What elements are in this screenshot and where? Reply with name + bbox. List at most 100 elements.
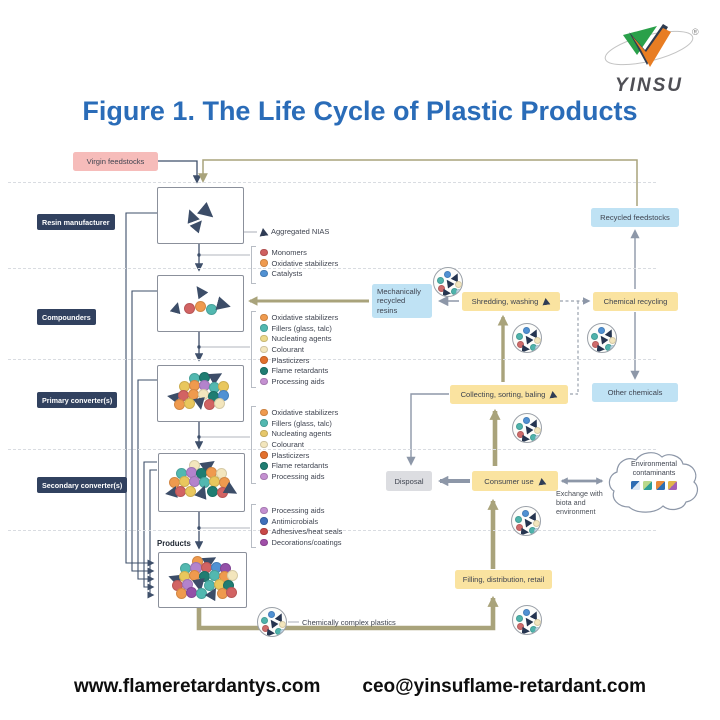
additive-label: Plasticizers (271, 450, 310, 460)
virgin-feedstocks-box: Virgin feedstocks (73, 152, 158, 171)
stage-label-secondary-converters: Secondary converter(s) (37, 477, 128, 493)
plastic-chip-icon (512, 605, 542, 635)
stage-label-primary-converters: Primary converter(s) (37, 392, 118, 408)
process-box-primary-converter (157, 365, 244, 422)
collecting-sorting-baling-label: Collecting, sorting, baling (460, 390, 546, 399)
section-divider (8, 182, 656, 183)
registered-mark: ® (692, 27, 699, 37)
additive-label: Flame retardants (271, 461, 329, 471)
disposal-box: Disposal (386, 471, 432, 491)
additive-color-dot (260, 377, 268, 386)
contaminant-swatch (668, 481, 678, 490)
additive-item: Processing aids (260, 471, 338, 482)
nias-triangle-icon (258, 227, 268, 236)
consumer-use-label: Consumer use (484, 476, 534, 486)
other-chemicals-box: Other chemicals (592, 383, 678, 402)
additive-label: Oxidative stabilizers (271, 258, 339, 268)
additive-color-dot (260, 472, 268, 481)
additive-color-dot (260, 419, 268, 427)
additive-label: Antimicrobials (271, 516, 319, 526)
additive-color-dot (260, 259, 268, 267)
footer: www.flameretardantys.com ceo@yinsuflame-… (0, 676, 720, 698)
additive-label: Decorations/coatings (271, 537, 342, 547)
plastic-chip-icon (511, 506, 541, 536)
section-divider (8, 530, 656, 531)
plastic-chip-icon (587, 323, 617, 353)
additive-color-dot (260, 324, 268, 332)
additive-color-dot (260, 334, 268, 343)
additive-bracket (251, 504, 256, 548)
aggregated-nias-row: Aggregated NIAS (259, 227, 329, 236)
additive-color-dot (260, 269, 268, 278)
plastic-chip-icon (433, 267, 463, 297)
additive-label: Oxidative stabilizers (271, 312, 339, 322)
section-divider (8, 359, 656, 360)
additive-label: Processing aids (271, 471, 325, 481)
primary-shapes (158, 366, 243, 421)
additive-color-dot (260, 248, 268, 257)
additive-item: Monomers (260, 247, 338, 258)
additive-color-dot (260, 527, 268, 536)
additive-bracket (251, 246, 256, 284)
additive-color-dot (260, 440, 268, 449)
footer-email: ceo@yinsuflame-retardant.com (362, 676, 646, 697)
recycled-feedstocks-box: Recycled feedstocks (591, 208, 679, 227)
additive-label: Fillers (glass, talc) (271, 323, 332, 333)
additive-label: Oxidative stabilizers (271, 407, 339, 417)
collecting-sorting-baling-box: Collecting, sorting, baling (450, 385, 568, 404)
stage-label-resin-manufacturer: Resin manufacturer (37, 214, 115, 230)
additive-color-dot (260, 538, 268, 547)
yinsu-logo-mark: ® (604, 24, 699, 67)
stage-label-compounders: Compounders (37, 309, 96, 325)
chemical-recycling-box: Chemical recycling (593, 292, 678, 311)
additive-color-dot (260, 451, 268, 459)
section-divider (8, 268, 656, 269)
cloud-shape (608, 452, 699, 513)
additive-color-dot (260, 517, 268, 525)
additive-label: Monomers (271, 247, 307, 257)
yinsu-logo: ® YINSU (594, 24, 704, 97)
nias-triangle-icon (542, 297, 551, 305)
products-label: Products (157, 539, 191, 548)
additive-label: Plasticizers (271, 355, 310, 365)
environmental-contaminants-label: Environmental contaminants (631, 459, 677, 477)
additive-item: Antimicrobials (260, 516, 342, 527)
additive-item: Oxidative stabilizers (260, 258, 338, 269)
contaminant-swatch (643, 481, 653, 490)
shredding-washing-label: Shredding, washing (471, 297, 539, 306)
exchange-note: Exchange with biota and environment (556, 489, 603, 516)
figure-title: Figure 1. The Life Cycle of Plastic Prod… (82, 96, 638, 126)
products-shapes (159, 553, 246, 607)
chemically-complex-plastics-label: Chemically complex plastics (302, 618, 396, 627)
additive-color-dot (260, 462, 268, 470)
additive-color-dot (260, 313, 268, 322)
additive-bracket (251, 311, 256, 388)
contaminant-swatches (618, 481, 690, 490)
additive-item: Decorations/coatings (260, 537, 342, 548)
environmental-contaminants-cloud: Environmental contaminants (604, 448, 704, 516)
resin-shapes (158, 188, 243, 243)
consumer-use-box: Consumer use (472, 471, 558, 491)
nias-triangle-icon (549, 390, 558, 398)
mechanically-recycled-resins-box: Mechanically recycled resins (372, 284, 432, 318)
additive-color-dot (260, 345, 268, 354)
plastic-chip-icon (257, 607, 287, 637)
additive-item: Colourant (260, 344, 338, 355)
filling-distribution-retail-box: Filling, distribution, retail (455, 570, 552, 589)
contaminant-swatch (630, 481, 640, 490)
additive-color-dot (260, 356, 268, 364)
additive-color-dot (260, 429, 268, 438)
additive-label: Colourant (271, 344, 305, 354)
additive-item: Processing aids (260, 505, 342, 516)
footer-website: www.flameretardantys.com (74, 676, 321, 697)
shredding-washing-box: Shredding, washing (462, 292, 560, 311)
additive-bracket (251, 406, 256, 484)
process-box-products (158, 552, 247, 608)
additive-label: Fillers (glass, talc) (271, 418, 332, 428)
additive-item: Nucleating agents (260, 428, 338, 439)
plastic-chip-icon (512, 413, 542, 443)
additive-label: Nucleating agents (271, 429, 332, 439)
